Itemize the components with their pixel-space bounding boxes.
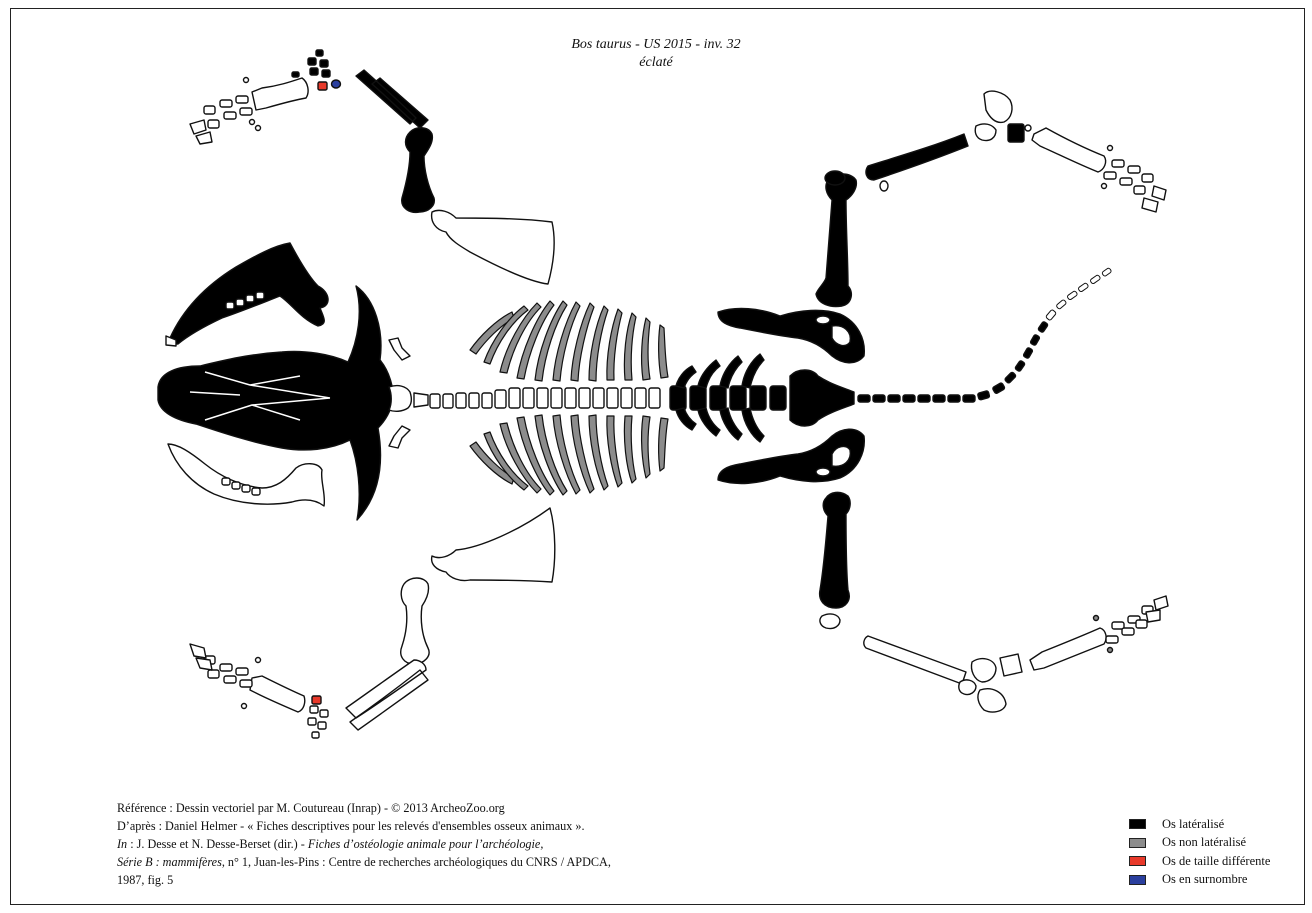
reference-line-5: 1987, fig. 5	[117, 871, 611, 889]
reference-line-4: Série B : mammifères, n° 1, Juan-les-Pin…	[117, 853, 611, 871]
legend-label: Os non latéralisé	[1162, 835, 1246, 850]
calcaneus-upper	[984, 91, 1012, 122]
cervical-thoracic-vertebrae	[430, 388, 660, 408]
legend-label: Os de taille différente	[1162, 854, 1270, 869]
radius-ulna-lower	[346, 660, 428, 730]
patella-upper	[825, 171, 845, 185]
patella-lower	[820, 614, 840, 629]
scapula-lower	[432, 508, 555, 582]
femur-upper	[816, 174, 856, 307]
tibia-lower	[864, 636, 966, 684]
fibula-upper	[880, 181, 888, 191]
metacarpal-upper	[252, 78, 308, 110]
legend-item: Os non latéralisé	[1129, 834, 1270, 853]
legend-item: Os de taille différente	[1129, 852, 1270, 871]
tibia-upper	[866, 134, 968, 180]
femur-lower	[820, 492, 851, 608]
phalanges-hind-upper	[1102, 146, 1167, 213]
tarsal-lower	[1000, 654, 1022, 676]
tarsal-small-upper	[1025, 125, 1031, 131]
humerus-upper	[402, 128, 435, 213]
ribs-lower	[470, 415, 668, 495]
phalanges-fore-lower	[190, 644, 261, 709]
atlas	[389, 386, 411, 412]
legend-label: Os en surnombre	[1162, 872, 1247, 887]
metatarsal-upper	[1032, 128, 1106, 172]
hyoid-lower	[389, 426, 410, 448]
reference-line-1: Référence : Dessin vectoriel par M. Cout…	[117, 799, 611, 817]
maxilla	[170, 243, 328, 344]
phalanges-fore-upper	[190, 78, 261, 145]
legend-item: Os en surnombre	[1129, 871, 1270, 890]
tarsal-upper	[1008, 124, 1024, 142]
radius-ulna-upper	[356, 70, 428, 128]
legend-item: Os latéralisé	[1129, 815, 1270, 834]
reference-in-label: In	[117, 837, 127, 851]
coxal-upper	[718, 309, 864, 363]
carpal-different-size-lower	[312, 696, 321, 704]
legend: Os latéralisé Os non latéralisé Os de ta…	[1129, 815, 1270, 889]
legend-swatch	[1129, 856, 1146, 866]
reference-block: Référence : Dessin vectoriel par M. Cout…	[117, 799, 611, 889]
metatarsal-lower	[1030, 628, 1106, 670]
carpal-different-size-upper	[318, 82, 327, 90]
axis	[414, 393, 428, 407]
legend-label: Os latéralisé	[1162, 817, 1224, 832]
caudal-vertebrae-missing	[1045, 267, 1111, 320]
reference-line-3: In : J. Desse et N. Desse-Berset (dir.) …	[117, 835, 611, 853]
hyoid-upper	[389, 338, 410, 360]
reference-line-3-italic: Fiches d’ostéologie animale pour l’arché…	[308, 837, 543, 851]
carpals-lower	[308, 706, 328, 738]
carpal-supernumerary	[332, 80, 341, 88]
calcaneus-lower	[971, 659, 996, 682]
legend-swatch	[1129, 838, 1146, 848]
sacrum	[790, 370, 854, 426]
talus-lower	[959, 680, 976, 695]
tarsal-lower-2	[978, 689, 1006, 712]
mandible	[168, 444, 324, 506]
humerus-lower	[401, 578, 429, 664]
talus-upper	[975, 124, 996, 141]
metacarpal-lower	[250, 676, 305, 712]
ribs-upper	[470, 301, 668, 381]
legend-swatch	[1129, 875, 1146, 885]
reference-line-4-plain: , n° 1, Juan-les-Pins : Centre de recher…	[222, 855, 611, 869]
reference-line-3-plain: : J. Desse et N. Desse-Berset (dir.) -	[127, 837, 308, 851]
carpals-upper	[292, 50, 330, 77]
reference-line-2: D’après : Daniel Helmer - « Fiches descr…	[117, 817, 611, 835]
reference-line-4-italic: Série B : mammifères	[117, 855, 222, 869]
lumbar-vertebrae	[670, 386, 786, 410]
scapula-upper	[432, 210, 554, 284]
caudal-vertebrae	[858, 321, 1048, 402]
legend-swatch	[1129, 819, 1146, 829]
